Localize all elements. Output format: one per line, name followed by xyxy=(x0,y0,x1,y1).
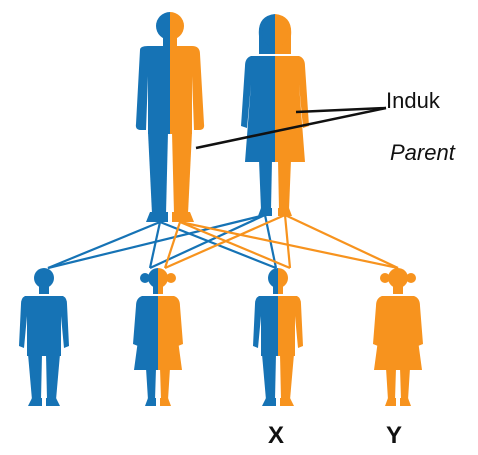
child-3-boy-half xyxy=(253,268,303,406)
orange-line-6 xyxy=(284,214,399,269)
label-induk: Induk xyxy=(386,88,440,113)
child-2-girl-half xyxy=(133,268,183,406)
blue-line-4 xyxy=(47,213,266,270)
parent-pointer-lines xyxy=(195,106,387,150)
child-1-boy-blue xyxy=(19,268,69,406)
pointer-to-father xyxy=(195,106,387,150)
orange-line-3 xyxy=(179,220,399,270)
blue-line-1 xyxy=(47,220,161,270)
orange-line-2 xyxy=(179,220,291,270)
label-child-y: Y xyxy=(386,422,403,449)
father-figure xyxy=(135,12,205,222)
pointer-to-mother xyxy=(295,106,387,114)
child-4-girl-orange xyxy=(373,268,423,406)
orange-line-4 xyxy=(164,213,286,270)
inheritance-lines xyxy=(47,213,399,270)
mother-figure xyxy=(241,14,309,216)
label-child-x: X xyxy=(268,422,285,449)
blue-line-5 xyxy=(149,214,266,269)
label-parent: Parent xyxy=(390,140,455,165)
orange-line-1 xyxy=(163,221,182,269)
blue-line-2 xyxy=(148,221,162,269)
orange-line-5 xyxy=(283,214,292,269)
